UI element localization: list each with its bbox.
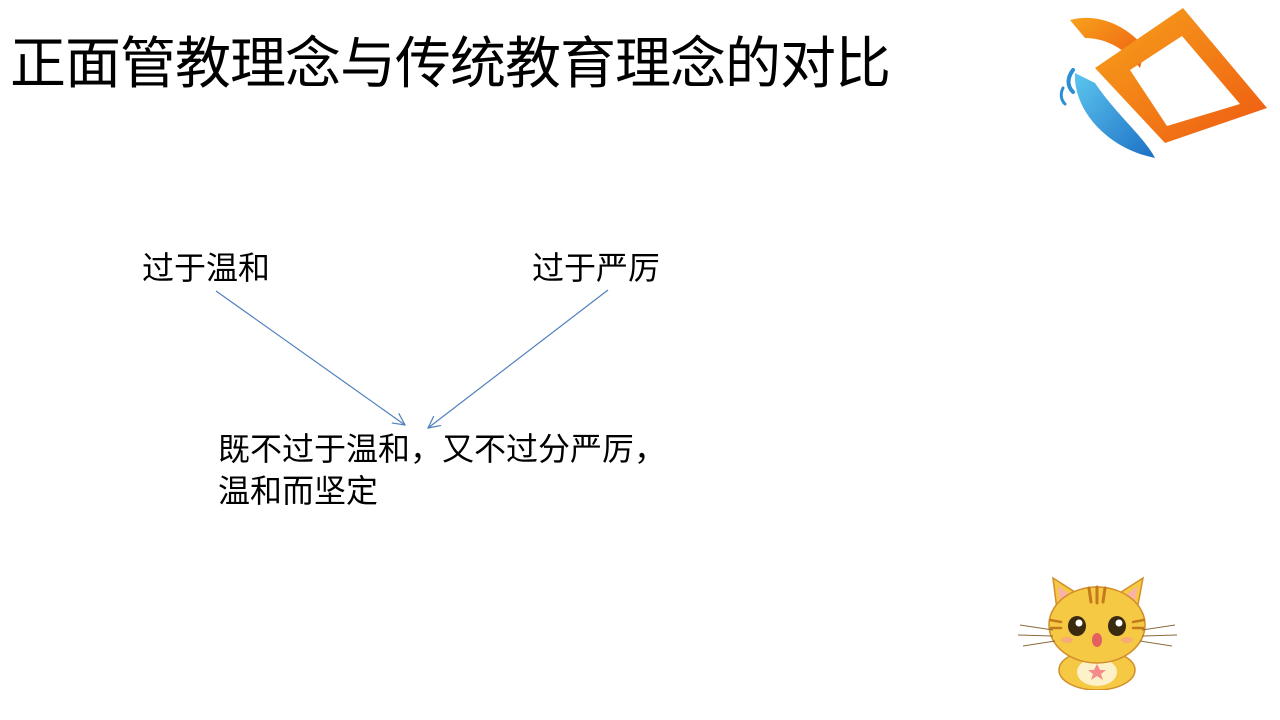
arrow-from-gentle xyxy=(215,290,405,425)
arrow-from-strict xyxy=(428,289,609,428)
result-text: 既不过于温和，又不过分严厉， 温和而坚定 xyxy=(218,428,666,512)
cat-mascot-icon xyxy=(1017,576,1178,690)
result-line-2: 温和而坚定 xyxy=(218,472,379,510)
butterfly-logo-icon xyxy=(1059,8,1267,158)
page-title: 正面管教理念与传统教育理念的对比 xyxy=(10,32,891,97)
label-too-strict: 过于严厉 xyxy=(532,249,661,287)
result-line-1: 既不过于温和，又不过分严厉， xyxy=(218,430,667,468)
label-too-gentle: 过于温和 xyxy=(142,249,271,287)
